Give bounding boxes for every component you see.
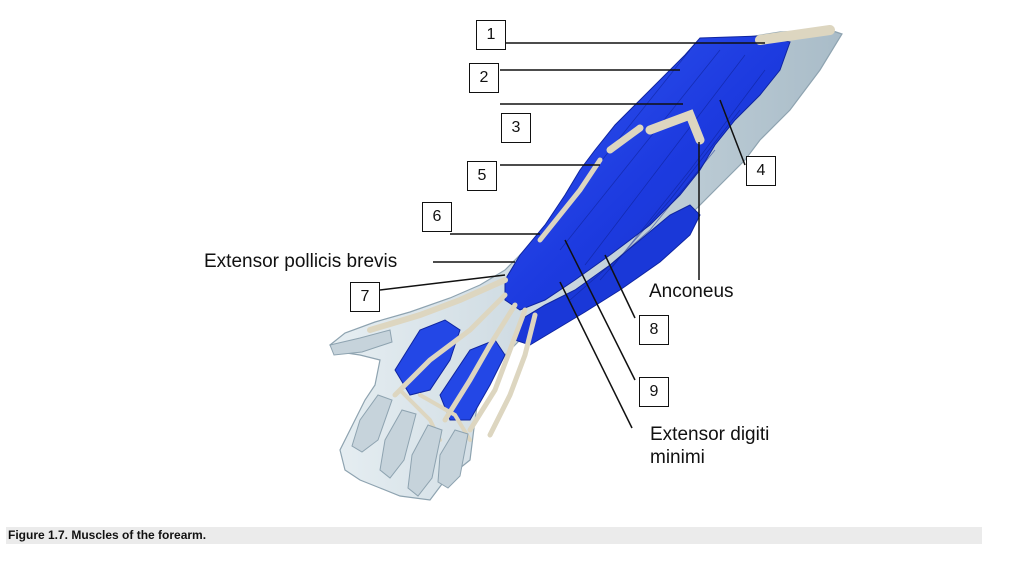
leader-line-8 (604, 254, 636, 319)
leader-lines (379, 42, 765, 429)
extensor-muscle-mass (394, 35, 791, 421)
tendons (367, 25, 835, 442)
callout-2: 2 (469, 63, 499, 93)
leader-line-9 (564, 239, 636, 381)
callout-4: 4 (746, 156, 776, 186)
callout-9: 9 (639, 377, 669, 407)
callout-7: 7 (350, 282, 380, 312)
callout-1: 1 (476, 20, 506, 50)
leader-line-7 (379, 274, 506, 291)
leader-line-edm (559, 281, 633, 429)
callout-8: 8 (639, 315, 669, 345)
callout-5: 5 (467, 161, 497, 191)
label-anconeus: Anconeus (649, 281, 734, 302)
figure-caption: Figure 1.7. Muscles of the forearm. (8, 528, 207, 542)
callout-3: 3 (501, 113, 531, 143)
callout-6: 6 (422, 202, 452, 232)
caption-bar: Figure 1.7. Muscles of the forearm. (6, 527, 982, 544)
label-extensor-pollicis-brevis: Extensor pollicis brevis (204, 251, 398, 272)
finger-bones (329, 329, 469, 497)
leader-line-4 (719, 99, 746, 166)
label-extensor-digiti-minimi-2: minimi (650, 447, 705, 468)
label-extensor-digiti-minimi-1: Extensor digiti (650, 424, 770, 445)
